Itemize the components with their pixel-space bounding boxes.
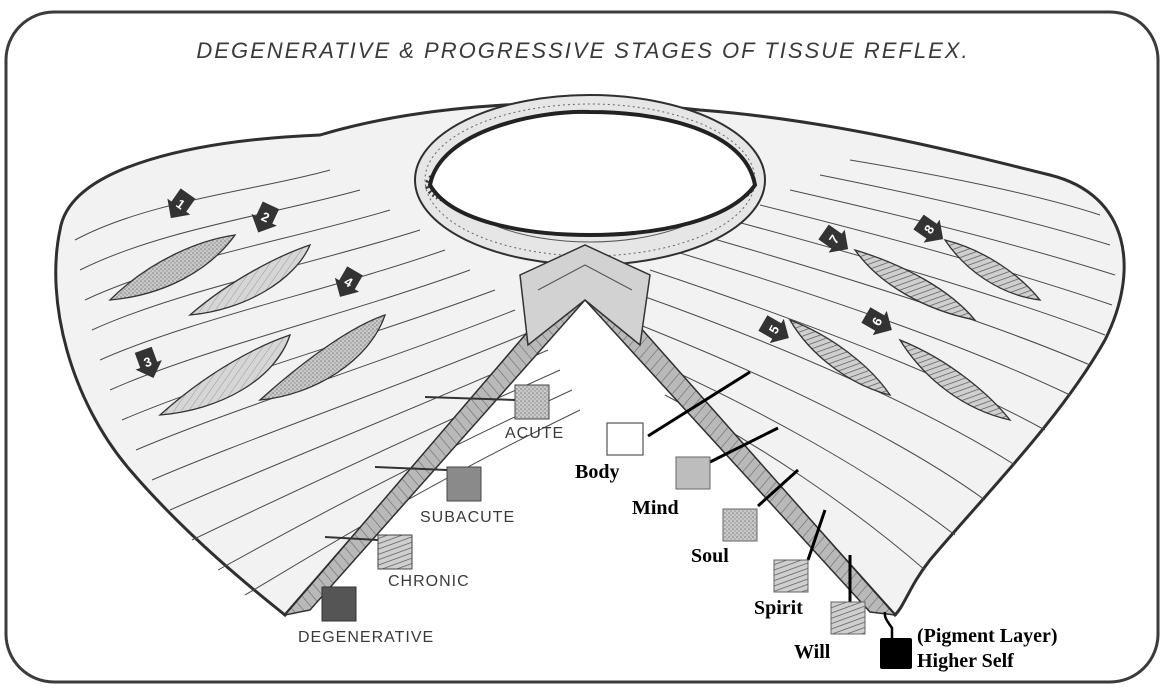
stage-label-chronic: CHRONIC (388, 573, 470, 590)
layer-label-will: Will (794, 641, 831, 663)
layer-label-soul: Soul (691, 545, 729, 567)
diagram-title: DEGENERATIVE & PROGRESSIVE STAGES OF TIS… (196, 38, 969, 63)
layer-label-mind: Mind (632, 497, 679, 519)
ring-rim (415, 95, 765, 265)
stage-label-degenerative: DEGENERATIVE (298, 629, 434, 646)
layer-label-spirit: Spirit (754, 597, 803, 619)
layer-label-pigment: (Pigment Layer) (917, 625, 1058, 647)
layer-swatch-higher-self (880, 638, 912, 669)
layer-swatch-soul (723, 509, 757, 541)
layer-swatch-spirit (774, 560, 808, 592)
stage-swatch-degenerative (322, 587, 356, 621)
layer-label-higher-self: Higher Self (917, 650, 1014, 672)
stage-swatch-chronic (378, 535, 412, 569)
layer-swatch-will (831, 602, 865, 634)
stage-label-acute: ACUTE (505, 425, 564, 442)
stage-label-subacute: SUBACUTE (420, 509, 515, 526)
layer-swatch-body (607, 423, 643, 455)
stage-swatch-subacute (447, 467, 481, 501)
stage-swatch-acute (515, 385, 549, 419)
layer-swatch-mind (676, 457, 710, 489)
layer-label-body: Body (575, 461, 619, 483)
